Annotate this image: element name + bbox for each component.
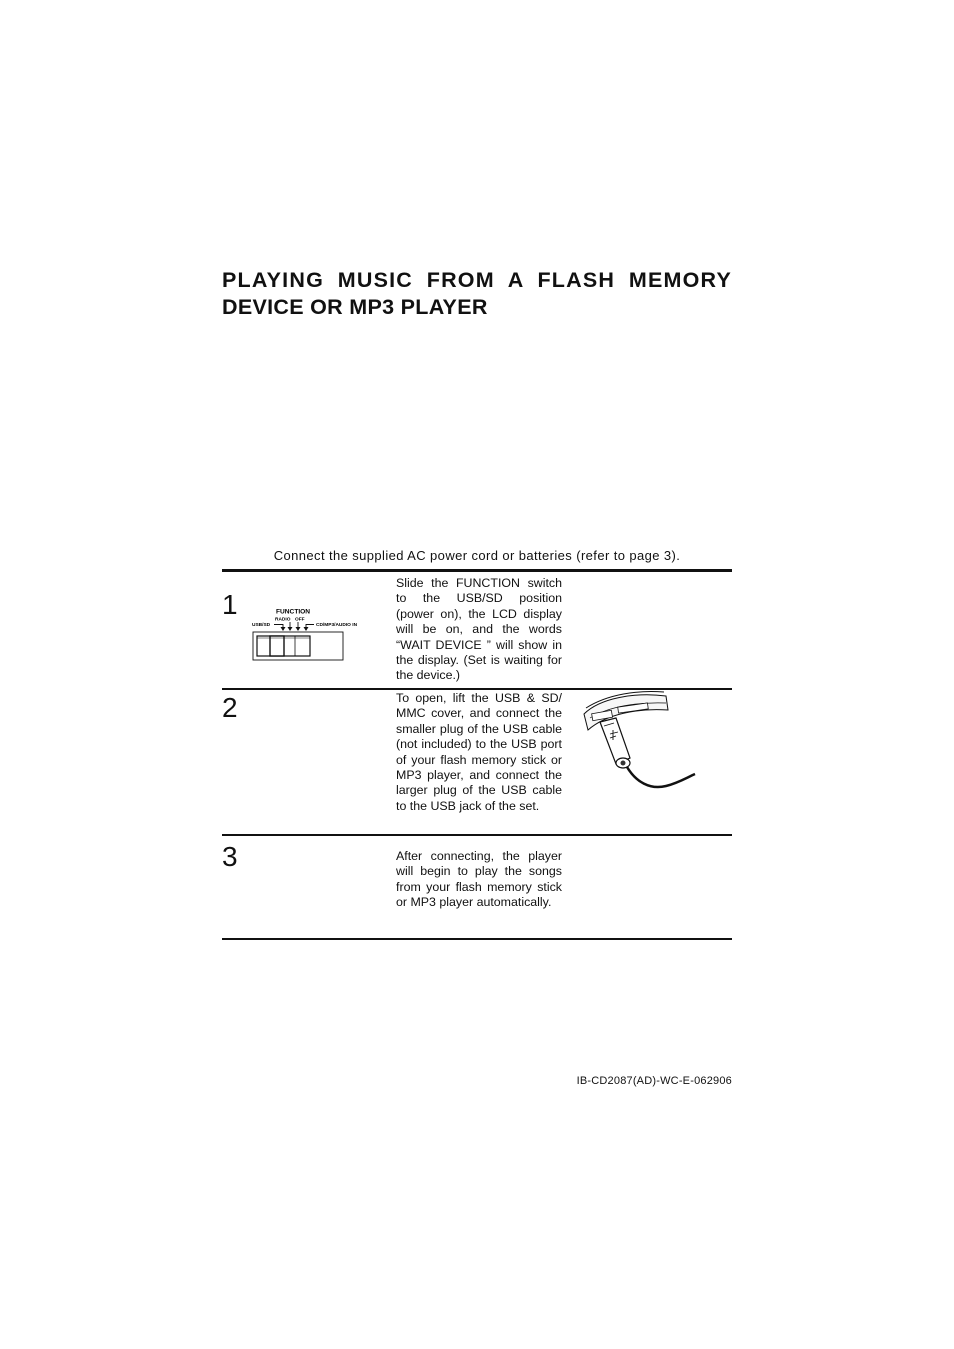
page-title-line-2: DEVICE OR MP3 PLAYER [222, 295, 488, 319]
step-2-text: To open, lift the USB & SD/ MMC cover, a… [396, 691, 562, 813]
table-bottom-rule [222, 938, 732, 940]
radio-arrow-icon [287, 627, 293, 631]
intro-text: Connect the supplied AC power cord or ba… [273, 548, 681, 563]
function-switch-label-off: OFF [295, 617, 305, 623]
step-1-number: 1 [222, 589, 238, 620]
usb-arrow-icon [280, 627, 286, 631]
page-title: PLAYING MUSIC FROM A FLASH MEMORY DEVICE… [222, 267, 732, 321]
function-switch-diagram: FUNCTION RADIO OFF USB/SD CD/MP3/AUDIO I… [250, 605, 370, 663]
page-title-line-1: PLAYING MUSIC FROM A FLASH MEMORY [222, 268, 732, 292]
usb-symbol-icon [609, 730, 619, 740]
switch-housing [252, 631, 344, 661]
function-switch-title: FUNCTION [276, 609, 310, 616]
function-switch-label-usb: USB/SD [252, 622, 271, 628]
switch-knob [269, 635, 285, 657]
step-divider-1 [222, 688, 732, 690]
step-divider-2 [222, 834, 732, 836]
table-top-rule [222, 569, 732, 572]
usb-connection-illustration [580, 690, 700, 795]
document-code: IB-CD2087(AD)-WC-E-062906 [576, 1075, 732, 1087]
off-arrow-icon [295, 627, 301, 631]
step-3-number: 3 [222, 841, 238, 872]
function-switch-label-cd: CD/MP3/AUDIO IN [316, 622, 358, 628]
usb-cable [625, 766, 696, 789]
usb-port [591, 709, 614, 722]
cd-arrow-icon [303, 627, 309, 631]
step-1-text: Slide the FUNCTION switch to the USB/SD … [396, 576, 562, 683]
usb-plug [599, 717, 631, 765]
sd-card-slot [617, 702, 649, 714]
step-2-number: 2 [222, 692, 238, 723]
function-switch-label-radio: RADIO [275, 617, 291, 623]
step-3-text: After connecting, the player will begin … [396, 849, 562, 910]
